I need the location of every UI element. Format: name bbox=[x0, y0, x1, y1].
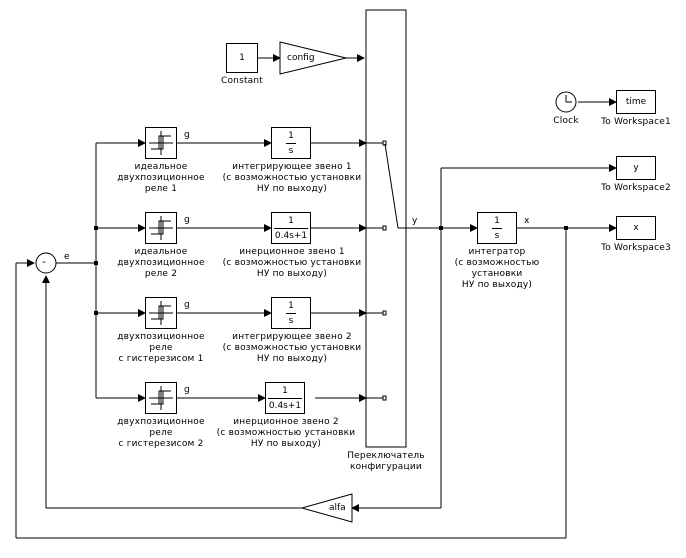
integrator-label: интегратор (с возможностью установки НУ … bbox=[454, 247, 540, 290]
alfa-gain-shape bbox=[300, 493, 353, 523]
den: 0.4s+1 bbox=[268, 400, 302, 411]
den: s bbox=[288, 145, 294, 156]
to-workspace-3[interactable]: x bbox=[616, 216, 656, 240]
relay-icon bbox=[149, 216, 173, 240]
to-workspace-2[interactable]: y bbox=[616, 156, 656, 180]
config-gain-value[interactable]: config bbox=[287, 53, 315, 63]
to-workspace-1[interactable]: time bbox=[616, 90, 656, 114]
signal-y: y bbox=[412, 216, 418, 226]
relay-block-4[interactable] bbox=[145, 382, 177, 414]
clock-label: Clock bbox=[553, 116, 579, 126]
row-wires bbox=[96, 139, 367, 402]
num: 1 bbox=[494, 215, 500, 226]
link-label-4: инерционное звено 2 (с возможностью уста… bbox=[216, 417, 356, 449]
den: s bbox=[288, 315, 294, 326]
ws-var: time bbox=[625, 97, 647, 107]
sum-sign: - bbox=[42, 255, 46, 268]
relay-block-1[interactable] bbox=[145, 127, 177, 159]
constant-block[interactable]: 1 bbox=[226, 43, 258, 73]
signal-g: g bbox=[184, 130, 190, 140]
num: 1 bbox=[282, 385, 288, 396]
den: 0.4s+1 bbox=[274, 230, 308, 241]
relay-label-1: идеальное двухпозиционное реле 1 bbox=[117, 162, 205, 194]
sum-block bbox=[35, 252, 57, 274]
ws-var: y bbox=[633, 163, 639, 173]
link-block-4[interactable]: 1 0.4s+1 bbox=[265, 382, 305, 414]
num: 1 bbox=[288, 130, 294, 141]
to-workspace-2-label: To Workspace2 bbox=[601, 183, 671, 193]
link-label-2: инерционное звено 1 (с возможностью уста… bbox=[222, 247, 362, 279]
relay-label-4: двухпозиционное реле с гистерезисом 2 bbox=[117, 417, 205, 449]
signal-g: g bbox=[184, 215, 190, 225]
constant-label: Constant bbox=[220, 76, 264, 86]
signal-e: e bbox=[64, 252, 70, 262]
relay-icon bbox=[149, 301, 173, 325]
link-label-3: интегрирующее звено 2 (с возможностью ус… bbox=[222, 332, 362, 364]
relay-label-2: идеальное двухпозиционное реле 2 bbox=[117, 247, 205, 279]
switch-label: Переключатель конфигурации bbox=[347, 451, 425, 472]
to-workspace-1-label: To Workspace1 bbox=[601, 117, 671, 127]
relay-block-3[interactable] bbox=[145, 297, 177, 329]
relay-icon bbox=[149, 131, 173, 155]
to-workspace-3-label: To Workspace3 bbox=[601, 243, 671, 253]
constant-value: 1 bbox=[239, 53, 245, 63]
link-block-2[interactable]: 1 0.4s+1 bbox=[271, 212, 311, 244]
relay-icon bbox=[149, 386, 173, 410]
signal-g: g bbox=[184, 300, 190, 310]
signal-g: g bbox=[184, 385, 190, 395]
alfa-gain-value[interactable]: alfa bbox=[329, 503, 346, 513]
signal-x: x bbox=[524, 216, 530, 226]
den: s bbox=[494, 230, 500, 241]
config-gain-shape bbox=[279, 41, 347, 75]
num: 1 bbox=[288, 215, 294, 226]
link-label-1: интегрирующее звено 1 (с возможностью ус… bbox=[222, 162, 362, 194]
relay-label-3: двухпозиционное реле с гистерезисом 1 bbox=[117, 332, 205, 364]
relay-block-2[interactable] bbox=[145, 212, 177, 244]
ws-var: x bbox=[633, 223, 639, 233]
num: 1 bbox=[288, 300, 294, 311]
